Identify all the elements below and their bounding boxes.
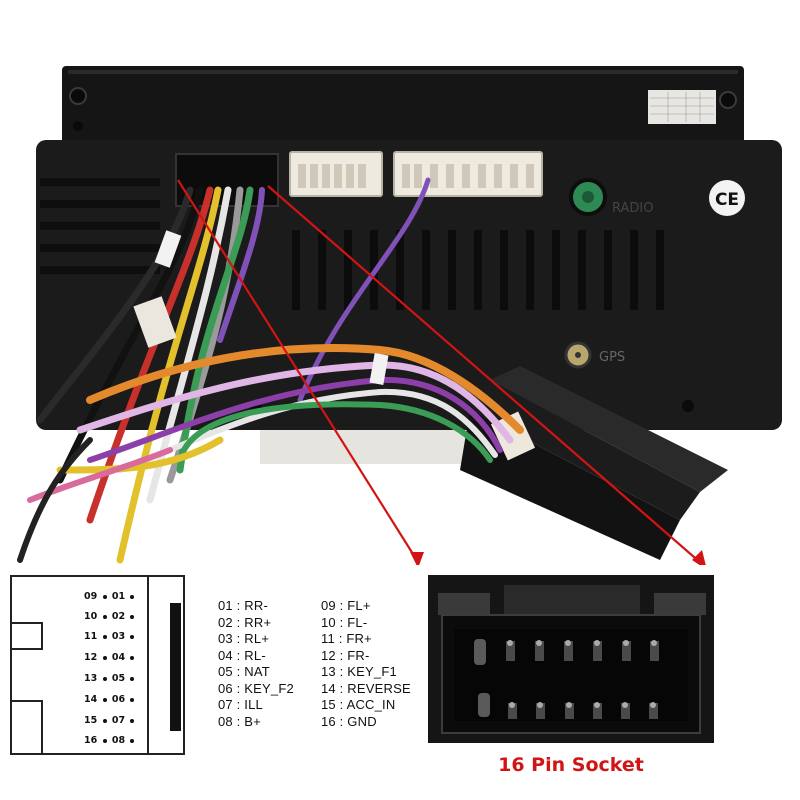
ce-mark: CE bbox=[715, 190, 739, 210]
pin-list-right: 09 : FL+ 10 : FL- 11 : FR+ 12 : FR- 13 :… bbox=[321, 598, 411, 730]
socket-closeup bbox=[428, 575, 714, 743]
product-photo: RADIO CE GPS bbox=[17, 66, 782, 565]
pin-entry: 13 : KEY_F1 bbox=[321, 664, 397, 679]
diagram-row: 10 02 bbox=[84, 611, 136, 622]
diagram-row: 11 03 bbox=[84, 631, 136, 642]
pointer-arrows bbox=[177, 179, 706, 565]
diagram-row: 13 05 bbox=[84, 673, 136, 684]
pin-list-left: 01 : RR- 02 : RR+ 03 : RL+ 04 : RL- 05 :… bbox=[218, 598, 294, 730]
gps-label: GPS bbox=[599, 350, 625, 365]
unit-top-face bbox=[62, 66, 744, 144]
diagram-row: 09 01 bbox=[84, 591, 136, 602]
diagram-row: 15 07 bbox=[84, 715, 136, 726]
pinout-diagram: 09 01 10 02 11 03 12 04 13 05 14 06 15 0… bbox=[10, 575, 185, 755]
socket-pins-bottom bbox=[478, 693, 658, 719]
diagram-row: 16 08 bbox=[84, 735, 136, 746]
ce-mark-badge bbox=[709, 180, 745, 216]
pin-entry: 07 : ILL bbox=[218, 697, 263, 712]
pin-entry: 03 : RL+ bbox=[218, 631, 270, 646]
pin-entry: 05 : NAT bbox=[218, 664, 270, 679]
pin-entry: 09 : FL+ bbox=[321, 598, 371, 613]
pin-entry: 14 : REVERSE bbox=[321, 680, 411, 696]
pin-entry: 10 : FL- bbox=[321, 614, 368, 630]
heat-fins-center bbox=[292, 230, 664, 310]
pin-entry: 16 : GND bbox=[321, 713, 377, 729]
socket-caption: 16 Pin Socket bbox=[498, 754, 644, 776]
diagram-outline bbox=[12, 577, 181, 753]
pin-entry: 15 : ACC_IN bbox=[321, 697, 396, 712]
diagram-row: 12 04 bbox=[84, 652, 136, 663]
canbus-decoder-box bbox=[460, 366, 728, 560]
pin-entry: 01 : RR- bbox=[218, 598, 269, 613]
wiring-harness bbox=[17, 177, 524, 564]
pin-entry: 12 : FR- bbox=[321, 647, 370, 663]
serial-sticker bbox=[648, 90, 716, 124]
heat-fins-left bbox=[40, 178, 160, 274]
diagram-row: 14 06 bbox=[84, 694, 136, 705]
pin-entry: 02 : RR+ bbox=[218, 614, 272, 630]
pin-entry: 08 : B+ bbox=[218, 713, 261, 729]
pin-entry: 06 : KEY_F2 bbox=[218, 680, 294, 696]
pin-entry: 11 : FR+ bbox=[321, 631, 372, 646]
pin-entry: 04 : RL- bbox=[218, 647, 266, 663]
radio-label: RADIO bbox=[612, 201, 653, 216]
socket-pins-top bbox=[474, 639, 659, 665]
